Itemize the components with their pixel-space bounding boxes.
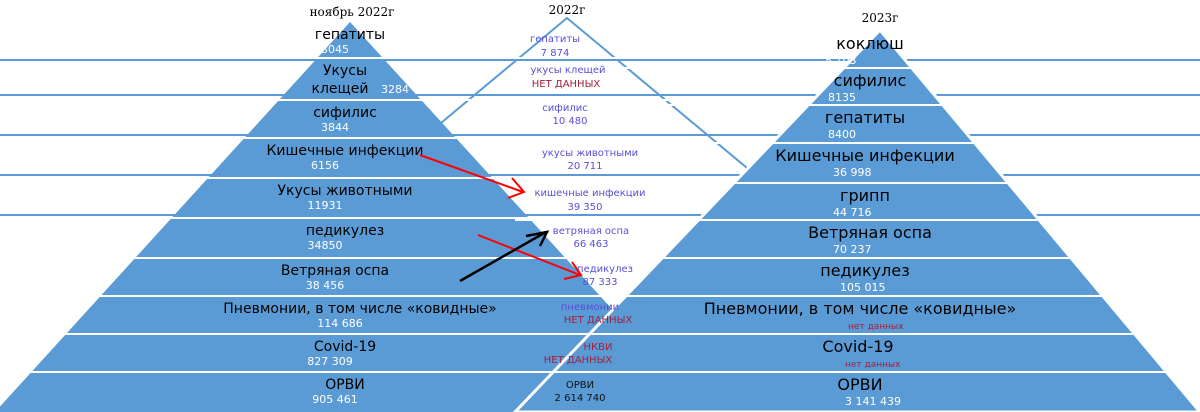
middle-row-label: ветряная оспа: [553, 226, 629, 237]
left-row-value: 114 686: [317, 317, 363, 330]
right-row-label: педикулез: [820, 261, 909, 280]
middle-row-value: 2 614 740: [555, 393, 606, 404]
middle-row-value: 10 480: [553, 116, 588, 127]
middle-row-label: кишечные инфекции: [534, 188, 645, 199]
left-row-value: 905 461: [312, 393, 358, 406]
middle-row-label: укусы клещей: [530, 65, 605, 76]
middle-row-label: сифилис: [542, 103, 587, 114]
right-row-label: Ветряная оспа: [808, 223, 932, 242]
right-row-label: коклюш: [836, 34, 903, 53]
middle-row-label: гепатиты: [530, 34, 580, 45]
right-row-label: гепатиты: [825, 108, 905, 127]
right-row-label: Кишечные инфекции: [775, 146, 954, 165]
left-row-value: 6156: [311, 159, 339, 172]
right-row-value: 8135: [828, 91, 856, 104]
left-row-value: 38 456: [306, 279, 345, 292]
middle-row-value: НЕТ ДАННЫХ: [544, 355, 613, 366]
left-row-label: Covid-19: [314, 339, 376, 355]
left-row-value: 11931: [308, 199, 343, 212]
middle-row-value: 87 333: [583, 277, 618, 288]
arrow-black-chickenpox: [459, 230, 550, 283]
left-row-label: ОРВИ: [325, 377, 365, 393]
right-row-label: грипп: [840, 186, 890, 205]
left-row-label: сифилис: [313, 105, 377, 121]
left-title: ноябрь 2022г: [310, 5, 395, 19]
arrow-red-intestinal: [419, 154, 526, 199]
left-row-label: Укусы: [323, 63, 367, 79]
right-row-value: 44 716: [833, 206, 872, 219]
middle-row-value: 20 711: [568, 161, 603, 172]
middle-row-label: НКВИ: [584, 342, 613, 353]
right-row-value: 3 141 439: [845, 395, 901, 408]
middle-row-value: 39 350: [568, 202, 603, 213]
right-row-label: сифилис: [834, 71, 907, 90]
left-row-value: 34850: [308, 239, 343, 252]
right-row-value: 8 103: [825, 54, 857, 67]
left-row-label: Кишечные инфекции: [266, 143, 423, 159]
middle-row-label: педикулез: [577, 264, 633, 275]
right-row-label: Пневмонии, в том числе «ковидные»: [704, 299, 1017, 318]
right-row-label: ОРВИ: [837, 375, 882, 394]
left-row-label: гепатиты: [315, 27, 385, 43]
right-row-label: Covid-19: [822, 337, 893, 356]
left-row-value: 3284: [381, 83, 409, 96]
middle-row-label: укусы животными: [542, 148, 638, 159]
middle-row-value: НЕТ ДАННЫХ: [564, 315, 633, 326]
middle-row-value: НЕТ ДАННЫХ: [532, 79, 601, 90]
left-row-value: 827 309: [307, 355, 353, 368]
right-row-value: 8400: [828, 128, 856, 141]
left-row-label: клещей: [312, 81, 369, 97]
right-row-value: 70 237: [833, 243, 872, 256]
left-row-label: Укусы животными: [277, 183, 412, 199]
left-row-label: Пневмонии, в том числе «ковидные»: [223, 301, 496, 317]
right-pyramid: [512, 27, 1200, 412]
right-title: 2023г: [862, 11, 899, 25]
right-row-value: нет данных: [848, 322, 904, 332]
right-row-value: нет данных: [845, 360, 901, 370]
left-row-label: педикулез: [306, 223, 384, 239]
left-row-value: 3844: [321, 121, 349, 134]
middle-title: 2022г: [549, 3, 586, 17]
middle-row-label: пневмонии: [561, 302, 619, 313]
right-row-value: 105 015: [840, 281, 886, 294]
middle-row-value: 7 874: [541, 48, 570, 59]
arrow-red-pediculosis: [477, 234, 583, 280]
left-row-value: 3045: [321, 43, 349, 56]
right-row-value: 36 998: [833, 166, 872, 179]
middle-row-value: 66 463: [574, 239, 609, 250]
left-row-label: Ветряная оспа: [281, 263, 389, 279]
middle-row-label: ОРВИ: [566, 380, 594, 391]
